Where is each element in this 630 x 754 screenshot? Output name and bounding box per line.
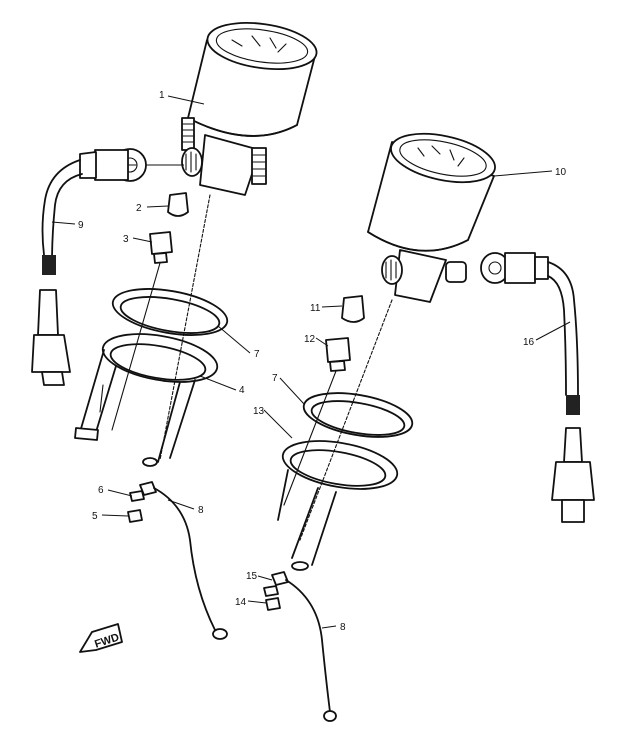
callout-10: 10: [555, 167, 567, 178]
callout-15: 15: [246, 571, 258, 582]
left-drive-cable: [31, 148, 184, 386]
right-drive-cable: [480, 252, 595, 523]
right-lamp-lead: [263, 571, 337, 722]
right-cushion-ring: [302, 392, 414, 438]
callout-11: 11: [310, 303, 321, 314]
callout-14: 14: [235, 597, 247, 608]
callout-16: 16: [523, 337, 535, 348]
callout-12: 12: [304, 334, 316, 345]
right-meter-bracket: [277, 440, 399, 571]
leader-lines: [51, 95, 571, 629]
forward-direction-marker: FWD: [79, 623, 123, 653]
callout-6: 6: [98, 485, 104, 496]
callout-labels: 1 2 3 4 5 6 7 7 8 8 9 10 11 12 13 14 15 …: [78, 90, 567, 633]
right-meter-assembly: [299, 132, 496, 541]
callout-2: 2: [136, 203, 142, 214]
left-meter-assembly: [159, 22, 318, 461]
left-bulb-socket: [111, 192, 189, 431]
callout-4: 4: [239, 385, 245, 396]
callout-9: 9: [78, 220, 84, 231]
callout-8a: 8: [198, 505, 204, 516]
left-meter-bracket: [74, 333, 219, 467]
callout-13: 13: [253, 406, 265, 417]
callout-7b: 7: [272, 373, 278, 384]
callout-7a: 7: [254, 349, 260, 360]
right-bulb-socket: [283, 295, 365, 506]
left-lamp-lead: [127, 481, 228, 640]
left-cushion-ring: [111, 288, 229, 336]
callout-5: 5: [92, 511, 98, 522]
callout-1: 1: [159, 90, 165, 101]
callout-8b: 8: [340, 622, 346, 633]
callout-3: 3: [123, 234, 129, 245]
